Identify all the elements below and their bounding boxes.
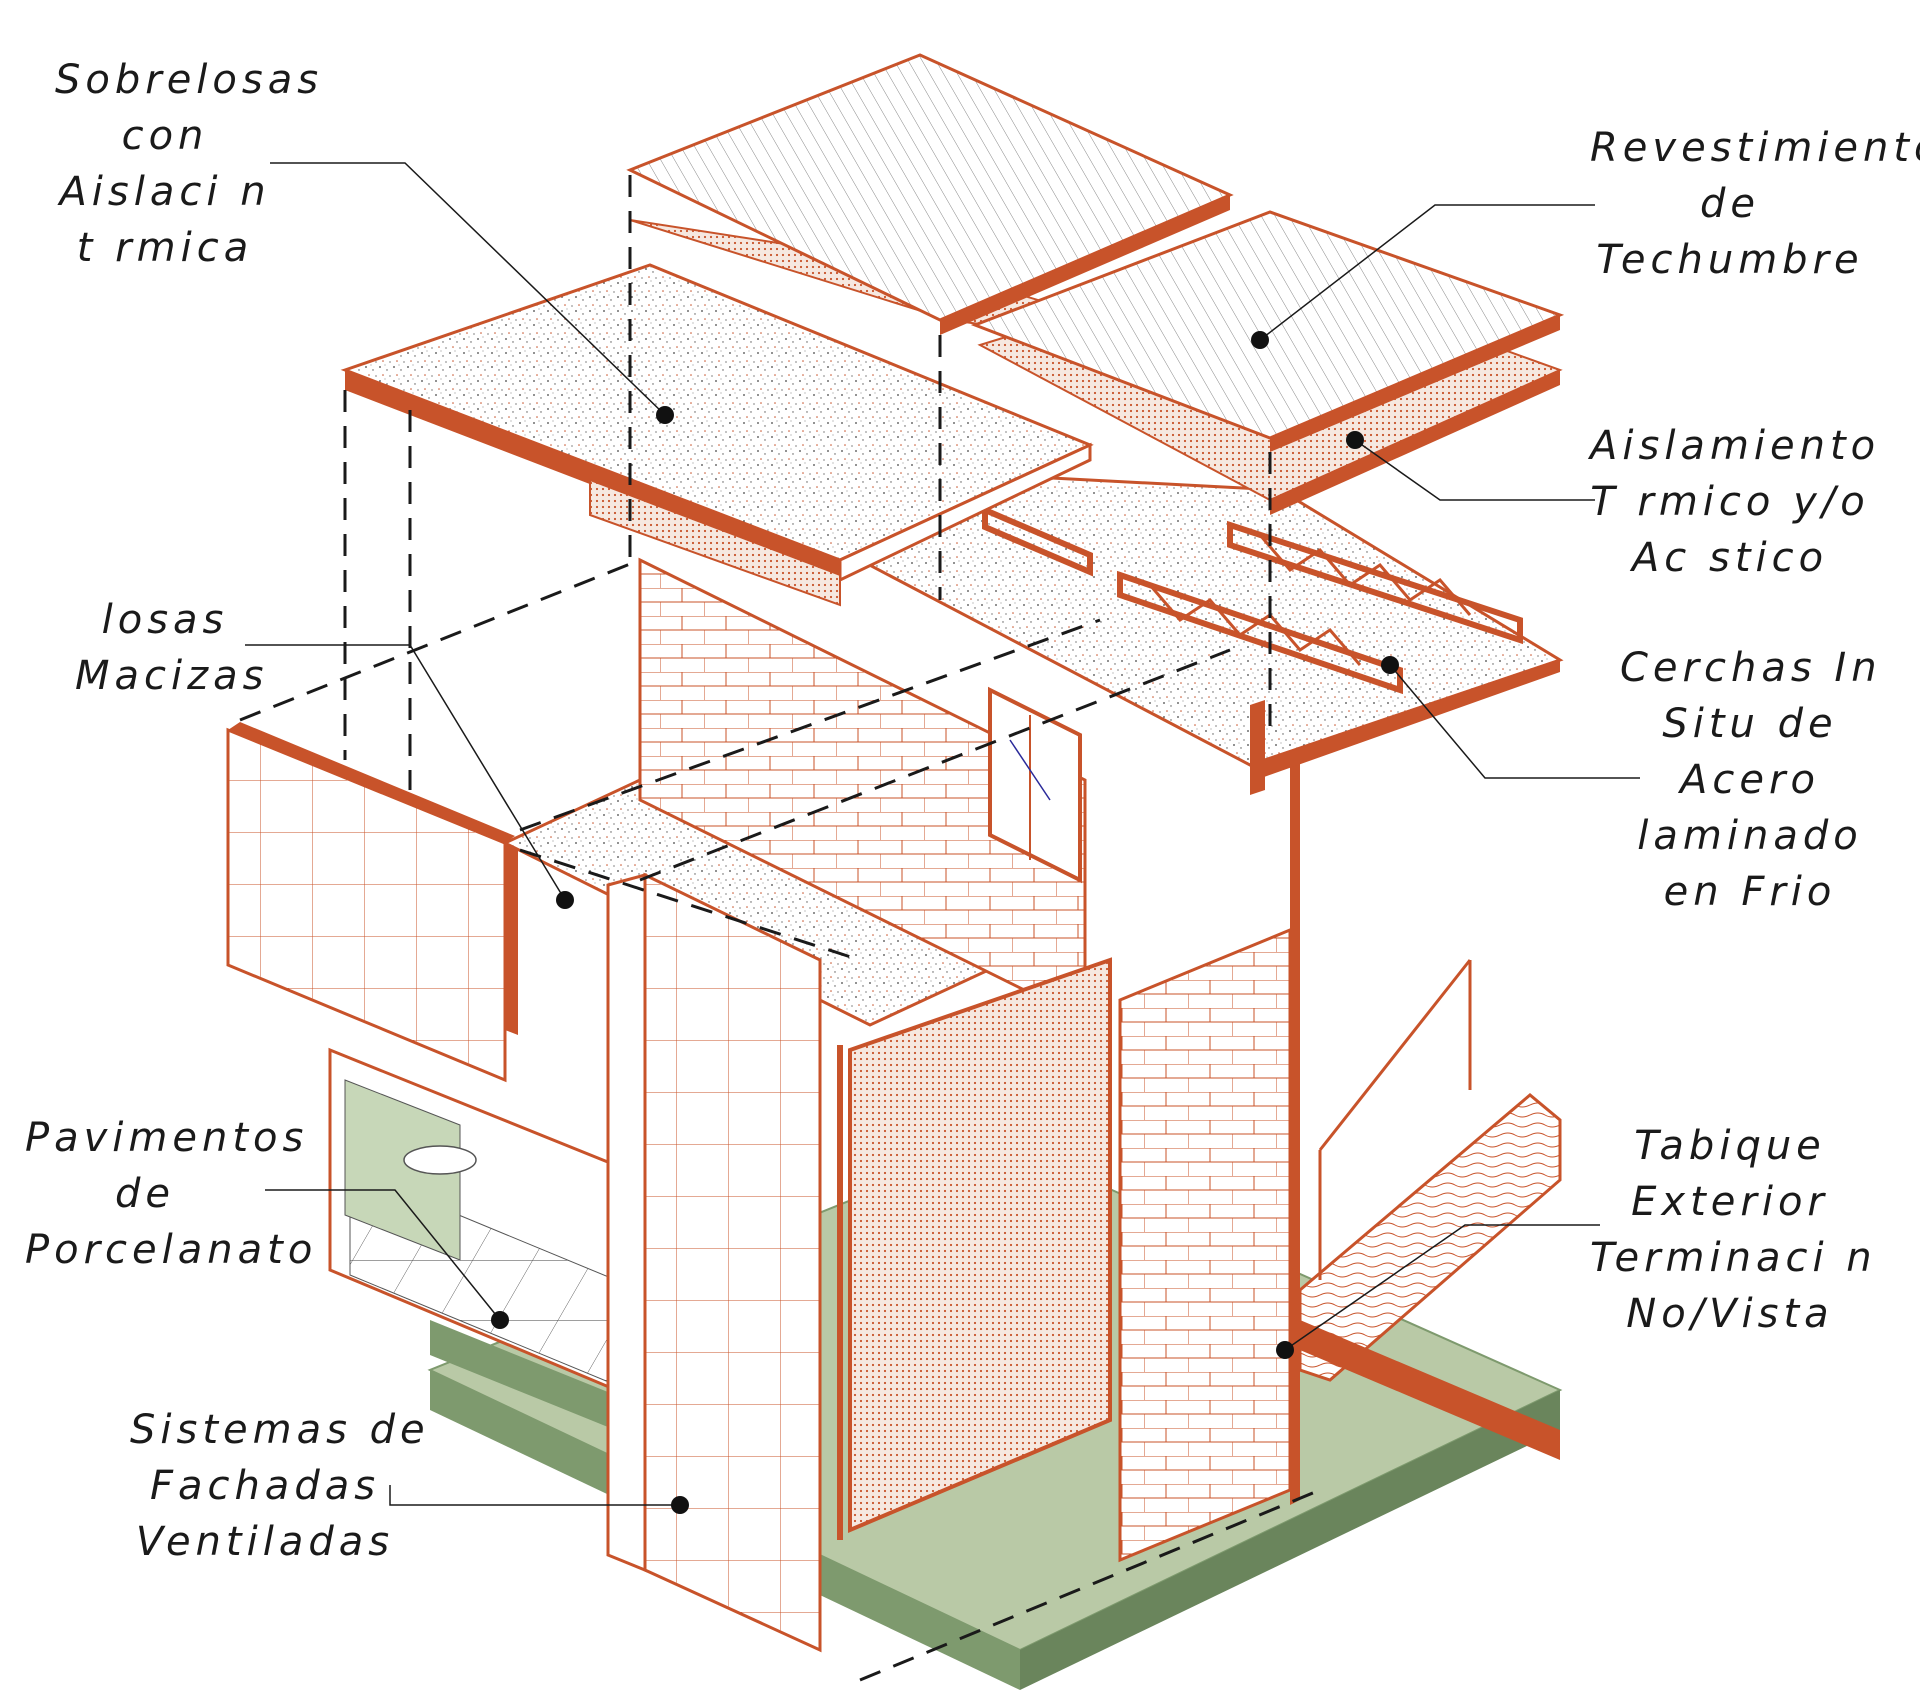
label-line: Exterior — [1631, 1179, 1829, 1225]
label-revestimiento: Revestimiento de Techumbre — [1590, 120, 1920, 288]
stair — [1298, 959, 1562, 1460]
label-line: Cerchas In — [1620, 645, 1882, 691]
label-line: T rmico y/o — [1590, 479, 1870, 525]
kitchen-interior — [328, 1047, 642, 1440]
roof-covering — [626, 53, 1565, 452]
label-cerchas: Cerchas In Situ de Acero laminado en Fri… — [1620, 640, 1880, 920]
interior-panel — [837, 957, 1112, 1540]
dashed-guides — [239, 175, 1321, 1682]
label-line: Ventiladas — [135, 1519, 395, 1565]
label-line: de — [115, 1171, 175, 1217]
label-line: Macizas — [75, 653, 269, 699]
label-fachadas: Sistemas de Fachadas Ventiladas — [130, 1402, 430, 1570]
label-tabique: Tabique Exterior Terminaci n No/Vista — [1590, 1118, 1877, 1342]
label-line: t rmica — [76, 225, 254, 271]
label-line: con — [121, 113, 209, 159]
steel-trusses — [982, 505, 1523, 695]
label-line: Porcelanato — [25, 1227, 318, 1273]
label-line: Fachadas — [149, 1463, 381, 1509]
ventilated-facade-column — [606, 872, 822, 1653]
label-line: losas — [101, 597, 229, 643]
label-line: Situ de — [1662, 701, 1838, 747]
label-line: de — [1700, 181, 1760, 227]
label-line: No/Vista — [1626, 1291, 1834, 1337]
label-sobrelosas: Sobrelosas con Aislaci n t rmica — [55, 52, 324, 276]
label-line: Revestimiento — [1590, 125, 1920, 171]
label-line: Sistemas de — [130, 1407, 430, 1453]
leader-lines — [245, 162, 1640, 1506]
label-line: Sobrelosas — [55, 57, 324, 103]
label-line: Aislamiento — [1590, 423, 1881, 469]
label-aislamiento: Aislamiento T rmico y/o Ac stico — [1590, 418, 1881, 586]
label-line: Ac stico — [1631, 535, 1829, 581]
label-line: laminado — [1637, 813, 1863, 859]
ventilated-facade-left — [226, 722, 515, 1083]
roof-deck — [858, 468, 1564, 795]
label-losas: losas Macizas — [75, 592, 269, 704]
exterior-tabique — [1118, 755, 1300, 1563]
label-line: Tabique — [1634, 1123, 1826, 1169]
label-pavimentos: Pavimentos de Porcelanato — [25, 1110, 318, 1278]
leader-dots — [491, 331, 1399, 1514]
label-line: Terminaci n — [1590, 1235, 1877, 1281]
upper-slab — [340, 263, 1094, 607]
label-line: Acero — [1680, 757, 1820, 803]
label-line: en Frio — [1663, 869, 1837, 915]
label-line: Techumbre — [1596, 237, 1864, 283]
label-line: Pavimentos — [25, 1115, 309, 1161]
label-line: Aislaci n — [59, 169, 271, 215]
